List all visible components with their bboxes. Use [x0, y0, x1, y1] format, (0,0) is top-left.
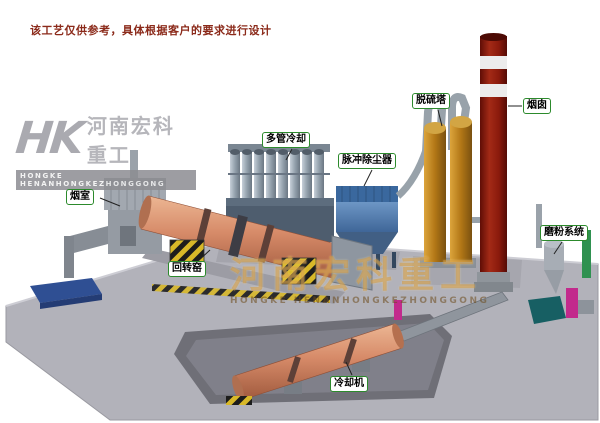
leader-lines	[99, 105, 563, 376]
desulfurization-towers	[420, 116, 476, 268]
label-grinding-system: 磨粉系统	[540, 225, 588, 241]
brand-name-en: HONGKE HENANHONGKEZHONGGONG	[16, 170, 196, 190]
brand-name-cn: 河南宏科重工	[86, 114, 175, 167]
chimney	[474, 33, 513, 292]
label-cooling-machine: 冷却机	[330, 376, 368, 392]
cooling-machine	[226, 323, 404, 405]
label-smoke-chamber: 烟室	[66, 189, 94, 205]
label-desulfurization-tower: 脱硫塔	[412, 93, 450, 109]
label-rotary-kiln: 回转窑	[168, 261, 206, 277]
label-pulse-dust-collector: 脉冲除尘器	[338, 153, 396, 169]
label-chimney: 烟囱	[523, 98, 551, 114]
company-logo-watermark: HK 河南宏科重工 HONGKE HENANHONGKEZHONGGONG	[13, 110, 196, 190]
label-multi-tube-cooler: 多管冷却	[262, 132, 310, 148]
feed-conveyor	[30, 278, 102, 309]
disclaimer-note: 该工艺仅供参考，具体根据客户的要求进行设计	[30, 24, 272, 37]
hk-monogram: HK	[13, 113, 84, 164]
